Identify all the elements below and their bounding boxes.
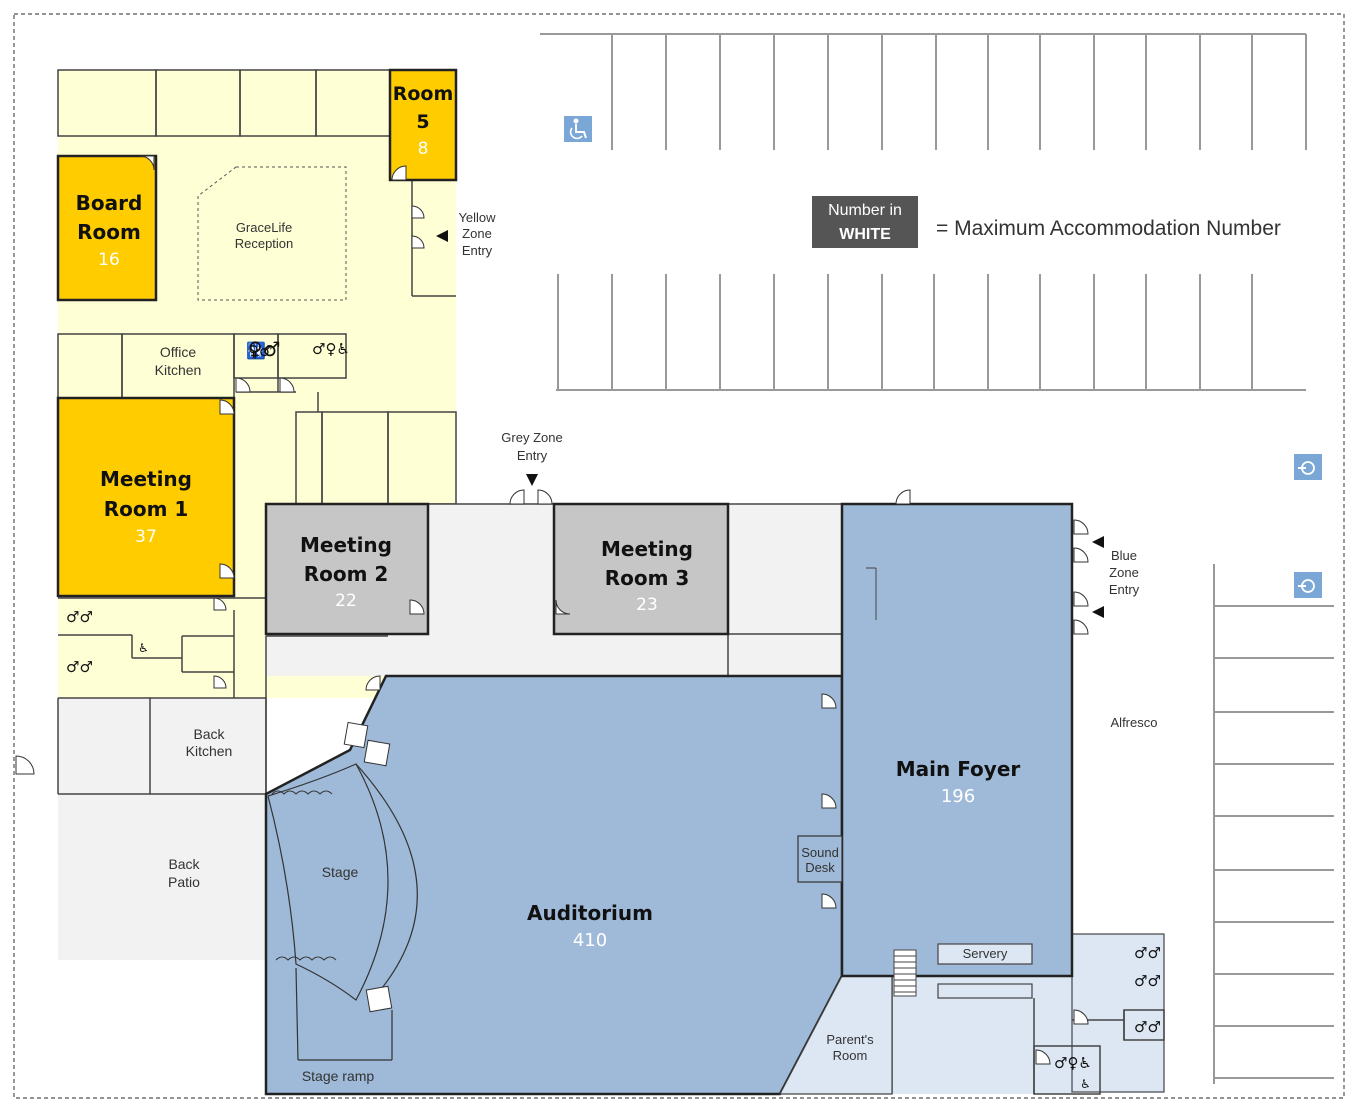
reception-label-2: Reception [235, 236, 294, 251]
parents-room-icon: ♿ [1080, 1077, 1091, 1091]
parking-top [540, 33, 1307, 150]
legend-box-line2: WHITE [839, 226, 891, 243]
toilet-icon: ♂♂ [1134, 1018, 1161, 1036]
meeting-room-1-label: Meeting [100, 467, 192, 491]
legend-text: = Maximum Accommodation Number [936, 217, 1281, 240]
sound-desk[interactable] [797, 835, 843, 883]
grey-entry-label-2: Entry [517, 448, 548, 463]
parents-room-label-2: Room [833, 1048, 868, 1063]
room-5[interactable] [388, 68, 458, 182]
parking-middle [556, 274, 1306, 391]
servery[interactable] [937, 943, 1033, 965]
office-kitchen-label-2: Kitchen [155, 362, 202, 378]
foyer-stairs [893, 949, 917, 997]
reception-label: GraceLife [236, 220, 292, 235]
stage-ramp-label: Stage ramp [302, 1068, 375, 1084]
accessible-parking-icon [1294, 572, 1322, 598]
meeting-room-3-capacity: 23 [636, 595, 658, 615]
auditorium-label: Auditorium [527, 901, 653, 925]
yellow-entry-label-3: Entry [462, 243, 493, 258]
meeting-room-3[interactable] [552, 502, 730, 636]
room-5-label: Room [393, 83, 454, 105]
blue-toilets-area [1071, 933, 1165, 1093]
reception-area [197, 166, 347, 301]
board-room-capacity: 16 [98, 250, 120, 270]
blue-entry-label: Blue [1111, 548, 1137, 563]
main-foyer-label: Main Foyer [896, 757, 1021, 781]
board-room-label-2: Room [77, 220, 141, 244]
yellow-entry-label-2: Zone [462, 226, 492, 241]
toilet-icon: ♂♂ [1134, 944, 1161, 962]
toilet-icon: ♂♂ [66, 608, 93, 626]
meeting-room-2-label: Meeting [300, 533, 392, 557]
grey-entry-label: Grey Zone [501, 430, 562, 445]
legend-box [812, 196, 918, 248]
toilet-icon: ♂♂ [1134, 972, 1161, 990]
toilet-icon: 🚻 [246, 341, 266, 360]
accessible-toilet-icon: ♂♀♿ [1054, 1054, 1092, 1072]
yellow-entry-label: Yellow [458, 210, 496, 225]
room-5-capacity: 8 [418, 139, 429, 159]
back-kitchen-label: Back [193, 726, 225, 742]
svg-text:♀♂: ♀♂ [248, 337, 281, 361]
meeting-room-1[interactable] [56, 396, 236, 598]
board-room-label: Board [76, 191, 143, 215]
office-kitchen-label: Office [160, 344, 197, 360]
meeting-room-1-label-2: Room 1 [104, 497, 189, 521]
door-arrow-icon [436, 230, 1104, 618]
main-foyer-capacity: 196 [941, 786, 975, 807]
svg-text:🚻: 🚻 [246, 341, 266, 360]
accessible-parking-icon [1294, 454, 1322, 480]
legend-box-line1: Number in [828, 202, 902, 219]
back-kitchen-label-2: Kitchen [186, 743, 233, 759]
accessible-toilet-icon: ♂♀♿ [312, 340, 350, 358]
sound-desk-label: Sound [801, 845, 839, 860]
back-patio-area [58, 794, 266, 960]
meeting-room-1-capacity: 37 [135, 527, 157, 547]
sound-desk-label-2: Desk [805, 860, 835, 875]
board-room[interactable] [56, 154, 158, 302]
back-patio-label-2: Patio [168, 874, 200, 890]
stage [267, 721, 418, 1061]
accessible-parking-icon [564, 116, 592, 142]
meeting-room-2-capacity: 22 [335, 591, 357, 611]
meeting-room-2-label-2: Room 2 [304, 562, 389, 586]
alfresco-label: Alfresco [1111, 715, 1158, 730]
toilet-icon: ♀♂ [248, 337, 281, 361]
room-5-number: 5 [416, 111, 429, 133]
back-patio-label: Back [168, 856, 200, 872]
stage-label: Stage [322, 864, 359, 880]
plan-border [13, 13, 1345, 1099]
servery-label: Servery [963, 946, 1008, 961]
blue-entry-label-3: Entry [1109, 582, 1140, 597]
main-foyer[interactable] [840, 502, 1074, 978]
toilet-icon: ♂♂ [66, 658, 93, 676]
parents-room-icon: ♿ [138, 641, 149, 655]
parking-right [1213, 564, 1334, 1084]
meeting-room-2[interactable] [264, 502, 430, 636]
doors [15, 155, 1089, 1065]
meeting-room-3-label-2: Room 3 [605, 566, 690, 590]
toilet-icon: ♀♂ [248, 342, 272, 360]
auditorium-capacity: 410 [573, 930, 607, 951]
meeting-room-3-label: Meeting [601, 537, 693, 561]
blue-entry-label-2: Zone [1109, 565, 1139, 580]
yellow-bottom-toilets [58, 597, 266, 698]
parents-room-label: Parent's [826, 1032, 874, 1047]
